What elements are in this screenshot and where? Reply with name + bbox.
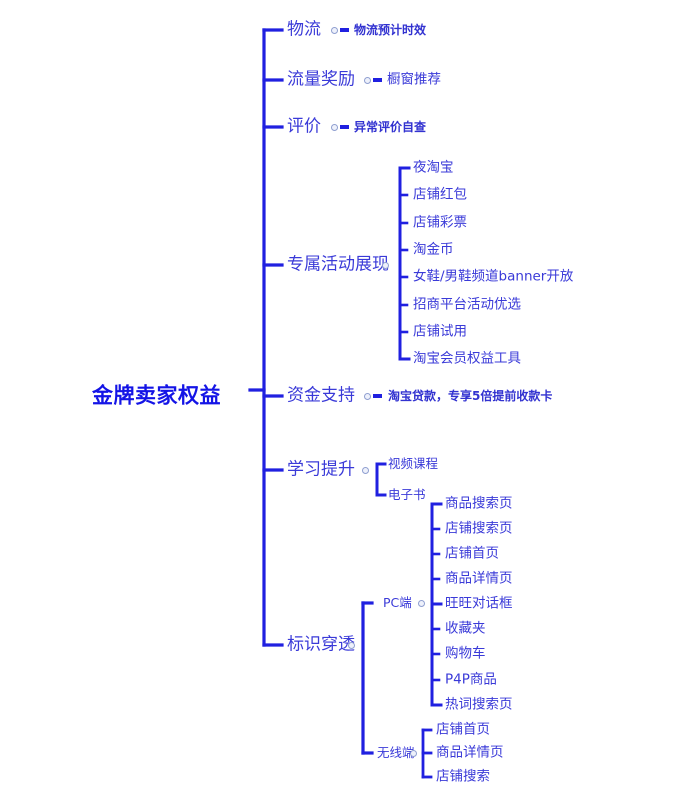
- connector-dot-icon: [331, 123, 338, 131]
- leaf-node-zhuanshuhuodong-4[interactable]: 淘金币: [413, 241, 454, 258]
- connector-icon-biaoshichuantou: [348, 639, 355, 651]
- connector-dot-icon: [410, 749, 417, 757]
- connector-dot-icon: [382, 261, 389, 269]
- leaf-node-pc-3[interactable]: 店铺首页: [445, 545, 499, 562]
- connector-icon-xuexitisheng: [362, 464, 369, 476]
- leaf-node-zhuanshuhuodong-7[interactable]: 店铺试用: [413, 323, 467, 340]
- leaf-node-wuliu-1[interactable]: 物流预计时效: [354, 23, 427, 37]
- sub-node-wireless[interactable]: 无线端: [377, 744, 415, 760]
- leaf-node-xuexitisheng-2[interactable]: 电子书: [388, 486, 426, 502]
- connector-dash-icon: [373, 78, 382, 82]
- leaf-node-zhuanshuhuodong-2[interactable]: 店铺红包: [413, 186, 467, 203]
- connector-dash-icon: [340, 28, 349, 32]
- connector-icon-wuliu: [331, 24, 349, 36]
- leaf-node-zhuanshuhuodong-3[interactable]: 店铺彩票: [413, 214, 467, 231]
- branch-node-zijinzhichi[interactable]: 资金支持: [287, 385, 355, 406]
- leaf-node-zijinzhichi-1[interactable]: 淘宝贷款，专享5倍提前收款卡: [388, 389, 553, 403]
- root-node[interactable]: 金牌卖家权益: [92, 383, 221, 408]
- leaf-node-pc-5[interactable]: 旺旺对话框: [445, 595, 513, 612]
- leaf-node-zhuanshuhuodong-6[interactable]: 招商平台活动优选: [413, 296, 521, 313]
- leaf-node-zhuanshuhuodong-5[interactable]: 女鞋/男鞋频道banner开放: [413, 268, 574, 285]
- branch-node-xuexitisheng[interactable]: 学习提升: [287, 459, 355, 480]
- connector-dot-icon: [418, 599, 425, 607]
- sub-node-pc[interactable]: PC端: [383, 594, 412, 610]
- connector-icon-zijinzhichi: [364, 390, 382, 402]
- connector-icon-wireless: [410, 747, 417, 759]
- leaf-node-pc-8[interactable]: P4P商品: [445, 671, 497, 688]
- leaf-node-xuexitisheng-1[interactable]: 视频课程: [388, 455, 439, 471]
- connector-dot-icon: [364, 76, 371, 84]
- leaf-node-liuliangjiangli-1[interactable]: 橱窗推荐: [387, 71, 441, 88]
- connector-dot-icon: [364, 392, 371, 400]
- leaf-node-pc-7[interactable]: 购物车: [445, 645, 486, 662]
- leaf-node-pc-6[interactable]: 收藏夹: [445, 620, 486, 637]
- connector-dot-icon: [331, 26, 338, 34]
- branch-node-zhuanshuhuodong[interactable]: 专属活动展现: [287, 254, 389, 275]
- connector-dash-icon: [373, 394, 382, 398]
- leaf-node-pc-2[interactable]: 店铺搜索页: [445, 520, 513, 537]
- leaf-node-pc-9[interactable]: 热词搜索页: [445, 696, 513, 713]
- leaf-node-wireless-1[interactable]: 店铺首页: [436, 721, 490, 738]
- leaf-node-zhuanshuhuodong-8[interactable]: 淘宝会员权益工具: [413, 350, 521, 367]
- connector-dot-icon: [348, 641, 355, 649]
- connector-icon-zhuanshuhuodong: [382, 259, 389, 271]
- leaf-node-pingjia-1[interactable]: 异常评价自查: [354, 120, 427, 134]
- leaf-node-wireless-2[interactable]: 商品详情页: [436, 744, 504, 761]
- leaf-node-pc-1[interactable]: 商品搜索页: [445, 495, 513, 512]
- branch-node-pingjia[interactable]: 评价: [287, 116, 321, 137]
- branch-node-wuliu[interactable]: 物流: [287, 19, 321, 40]
- branch-node-biaoshichuantou[interactable]: 标识穿透: [287, 634, 355, 655]
- leaf-node-wireless-3[interactable]: 店铺搜索: [436, 768, 490, 785]
- connector-icon-pc: [418, 597, 425, 609]
- connector-dot-icon: [362, 466, 369, 474]
- leaf-node-pc-4[interactable]: 商品详情页: [445, 570, 513, 587]
- connector-icon-pingjia: [331, 121, 349, 133]
- connector-dash-icon: [340, 125, 349, 129]
- leaf-node-zhuanshuhuodong-1[interactable]: 夜淘宝: [413, 159, 454, 176]
- connector-icon-liuliangjiangli: [364, 74, 382, 86]
- branch-node-liuliangjiangli[interactable]: 流量奖励: [287, 69, 355, 90]
